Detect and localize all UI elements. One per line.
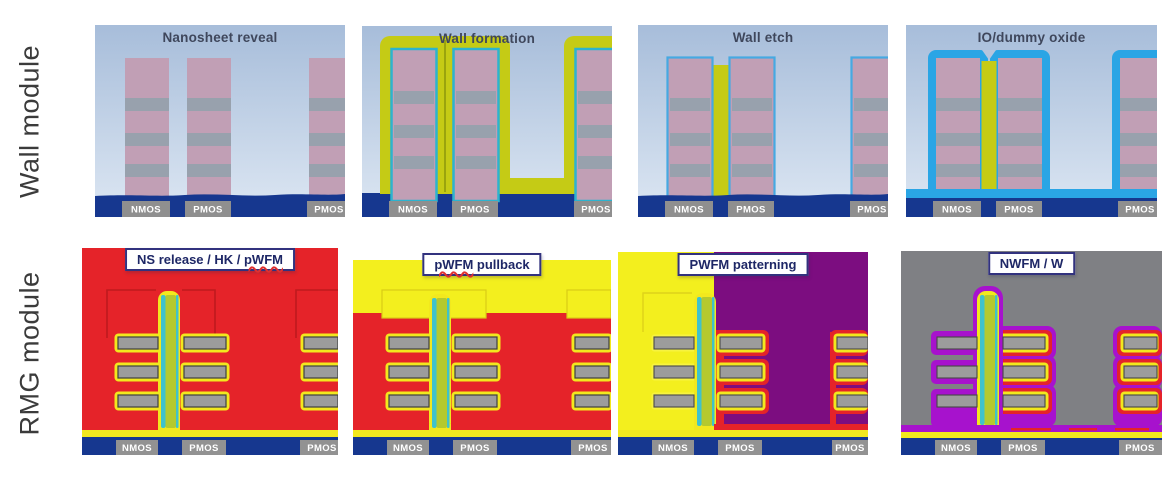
nanosheets: [117, 336, 338, 408]
device-label: PMOS: [581, 205, 611, 216]
device-labels: NMOS PMOS PMOS: [935, 440, 1162, 455]
io-dummy-oxide-illustration: NMOS PMOS PMOS: [906, 25, 1157, 217]
device-label: NMOS: [393, 443, 423, 454]
pwfm-pullback-illustration: NMOS PMOS PMOS: [353, 260, 611, 455]
panel-title: Wall formation: [438, 31, 536, 46]
step-label-text: NWFM / W: [999, 256, 1064, 271]
wall: [694, 293, 716, 430]
wall-module-panel-io-dummy-oxide: NMOS PMOS PMOS IO/dummy oxide: [906, 25, 1157, 217]
wall-module-panel-wall-formation: NMOS PMOS PMOS Wall formation: [362, 26, 612, 217]
pwfm-patterning-illustration: NMOS PMOS PMOS: [618, 252, 868, 455]
device-labels: NMOS PMOS PMOS: [652, 440, 868, 455]
step-label-box: PWFM patterning: [677, 253, 809, 276]
device-label: NMOS: [122, 443, 152, 454]
rmg-module-panel-ns-release: NMOS PMOS PMOS NS release / HK / pWFM: [82, 248, 338, 455]
device-labels: NMOS PMOS PMOS: [387, 440, 611, 455]
device-label: PMOS: [1125, 443, 1155, 454]
oxide-notch: [982, 50, 996, 60]
rmg-module-panel-pwfm-pullback: NMOS PMOS PMOS pWFM pullback: [353, 253, 611, 455]
gate-trench-recess: [566, 289, 611, 319]
row-label-wall-module: Wall module: [14, 44, 45, 199]
fin-pillars: [936, 58, 1157, 201]
ns-release-illustration: NMOS PMOS PMOS: [82, 248, 338, 455]
wall: [981, 61, 997, 191]
wall: [713, 65, 729, 197]
device-label: PMOS: [736, 205, 766, 216]
wall: [973, 286, 1003, 427]
panel-title: Nanosheet reveal: [162, 30, 278, 45]
step-label-text: pWFM: [243, 252, 283, 267]
device-label: PMOS: [835, 443, 865, 454]
nanosheets: [653, 336, 868, 408]
nwfm-w-illustration: NMOS PMOS PMOS: [901, 251, 1162, 455]
device-label: PMOS: [725, 443, 755, 454]
device-label: NMOS: [658, 443, 688, 454]
device-label: PMOS: [189, 443, 219, 454]
wall: [429, 294, 451, 434]
nanosheets: [388, 336, 610, 408]
device-label: PMOS: [193, 205, 223, 216]
device-label: PMOS: [460, 443, 490, 454]
panel-title: IO/dummy oxide: [977, 30, 1086, 45]
row-label-rmg-module: RMG module: [14, 271, 45, 436]
nanosheets: [936, 336, 1158, 408]
device-label: PMOS: [1004, 205, 1034, 216]
wall-module-panel-nanosheet-reveal: NMOS PMOS PMOS Nanosheet reveal: [95, 25, 345, 217]
device-labels: NMOS PMOS PMOS: [389, 201, 612, 217]
step-label-box: NS release / HK / pWFM: [125, 248, 295, 271]
device-labels: NMOS PMOS PMOS: [122, 201, 345, 217]
gate-trench-outline: [642, 292, 692, 332]
io-oxide-floor: [906, 189, 1157, 198]
device-label: PMOS: [578, 443, 608, 454]
device-label: NMOS: [674, 205, 704, 216]
step-label-text: pWFM: [434, 257, 474, 272]
bottom-liner: [353, 430, 611, 437]
device-label: PMOS: [857, 205, 887, 216]
pwfm-bottom-liner: [714, 424, 868, 430]
step-label-box: NWFM / W: [987, 252, 1076, 275]
wall-module-panel-wall-etch: NMOS PMOS PMOS Wall etch: [638, 25, 888, 217]
device-labels: NMOS PMOS PMOS: [933, 201, 1157, 217]
device-label: NMOS: [941, 443, 971, 454]
step-label-box: pWFM pullback: [422, 253, 542, 276]
device-label: PMOS: [307, 443, 337, 454]
step-label-text: PWFM patterning: [689, 257, 797, 272]
fin-pillars: [125, 58, 345, 201]
fin-pillars: [666, 56, 888, 203]
rmg-module-panel-nwfm-w: NMOS PMOS PMOS NWFM / W: [901, 251, 1162, 455]
bottom-liner: [618, 430, 868, 437]
device-label: NMOS: [131, 205, 161, 216]
step-label-text: NS release / HK /: [137, 252, 244, 267]
wall-formation-illustration: NMOS PMOS PMOS: [362, 26, 612, 217]
pwfm-liner-remnants: [1011, 428, 1149, 431]
rmg-module-panel-pwfm-patterning: NMOS PMOS PMOS PWFM patterning: [618, 252, 868, 455]
device-label: PMOS: [1008, 443, 1038, 454]
device-labels: NMOS PMOS PMOS: [116, 440, 338, 455]
bottom-liner: [82, 430, 338, 437]
panel-title: Wall etch: [732, 30, 794, 45]
device-label: NMOS: [942, 205, 972, 216]
device-labels: NMOS PMOS PMOS: [665, 201, 888, 217]
device-label: NMOS: [398, 205, 428, 216]
device-label: PMOS: [314, 205, 344, 216]
nanosheet-reveal-illustration: NMOS PMOS PMOS: [95, 25, 345, 217]
device-label: PMOS: [1125, 205, 1155, 216]
device-label: PMOS: [460, 205, 490, 216]
bottom-liner: [901, 432, 1162, 438]
step-label-text: pullback: [473, 257, 530, 272]
wall-etch-illustration: NMOS PMOS PMOS: [638, 25, 888, 217]
gate-trench-outline: [106, 289, 338, 338]
wall: [158, 291, 180, 432]
